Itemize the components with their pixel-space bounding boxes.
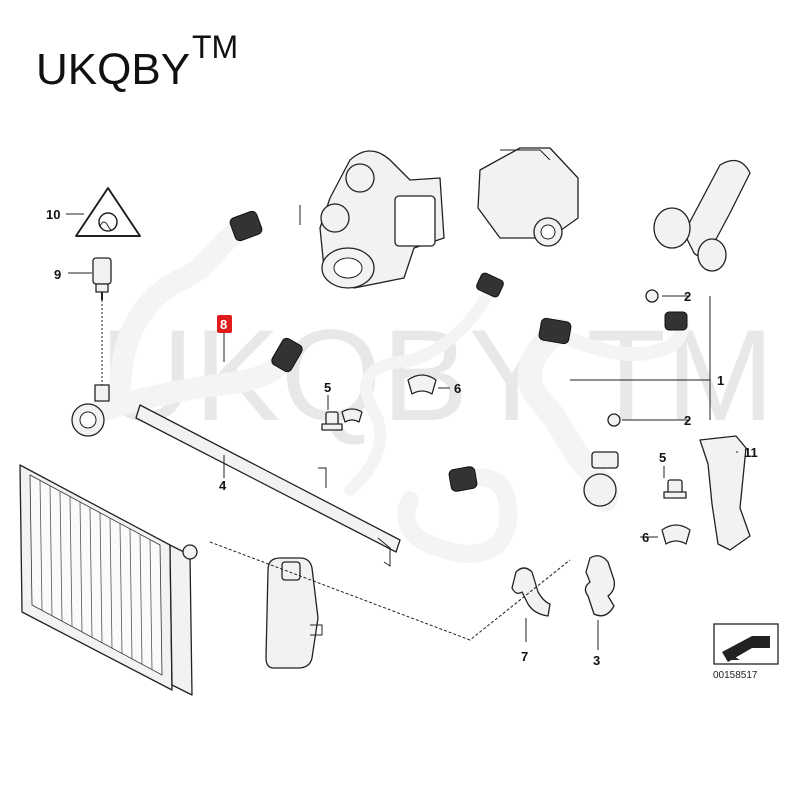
water-pump <box>477 147 579 247</box>
callout-5-lower: 5 <box>659 450 666 465</box>
orientation-badge <box>713 623 779 665</box>
radiator-bracket <box>135 404 401 567</box>
coolant-pipe-fitting <box>653 159 751 272</box>
brand-name: UKQBY <box>36 45 190 94</box>
diagram-code: 00158517 <box>713 670 758 681</box>
hose-clip-part <box>511 567 551 617</box>
callout-6-upper: 6 <box>454 381 461 396</box>
callout-2-upper: 2 <box>684 289 691 304</box>
hose-clamp-upper <box>645 289 659 303</box>
part-8-highlight <box>217 315 232 333</box>
bolt-part-upper <box>321 411 343 431</box>
callout-5-upper: 5 <box>324 380 331 395</box>
callout-10: 11 <box>744 445 758 460</box>
bolt-part-lower <box>663 479 687 499</box>
warning-label-part <box>75 187 141 237</box>
callout-6-lower: 6 <box>642 530 649 545</box>
center-bypass-hose <box>344 272 504 496</box>
heater-return-hose <box>517 311 689 512</box>
callout-8: 8 <box>220 317 227 332</box>
hose-holder-part <box>584 555 616 617</box>
callout-1: 1 <box>717 373 724 388</box>
grommet-part-mid <box>341 408 363 423</box>
expansion-tank <box>265 557 323 669</box>
callout-numbers: 10 9 8 4 5 6 2 1 2 11 5 6 7 3 <box>46 207 758 668</box>
radiator-upper-hose <box>71 210 303 437</box>
radiator <box>19 464 198 696</box>
callout-11: 10 <box>46 207 60 222</box>
callout-7: 7 <box>521 649 528 664</box>
grommet-part-upper <box>407 374 437 395</box>
temperature-sensor-part <box>92 257 112 300</box>
callout-3: 3 <box>593 653 600 668</box>
radiator-lower-hose <box>397 466 518 563</box>
thermostat-housing <box>319 150 445 289</box>
callout-9: 9 <box>54 267 61 282</box>
brand-title: UKQBY TM <box>36 29 238 94</box>
leader-lines <box>209 205 738 650</box>
hose-clamp-lower <box>607 413 621 427</box>
brand-trademark: TM <box>192 29 238 65</box>
grommet-part-lower <box>661 524 691 545</box>
callout-2-lower: 2 <box>684 413 691 428</box>
mounting-bracket-part <box>699 435 751 551</box>
callout-4: 4 <box>219 478 227 493</box>
